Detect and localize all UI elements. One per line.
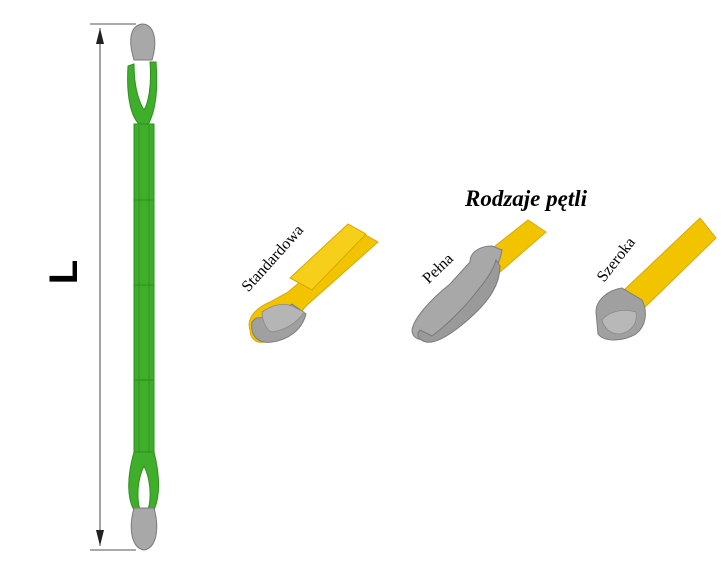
wide-loop-sling-icon: [595, 217, 717, 341]
standard-loop-sling-icon: [248, 223, 379, 343]
length-dimension-line: [90, 23, 136, 551]
green-sling-icon: [127, 23, 159, 551]
length-label: L: [42, 259, 87, 285]
full-loop-sling-icon: [411, 219, 547, 343]
loop-types-title: Rodzaje pętli: [465, 186, 588, 211]
